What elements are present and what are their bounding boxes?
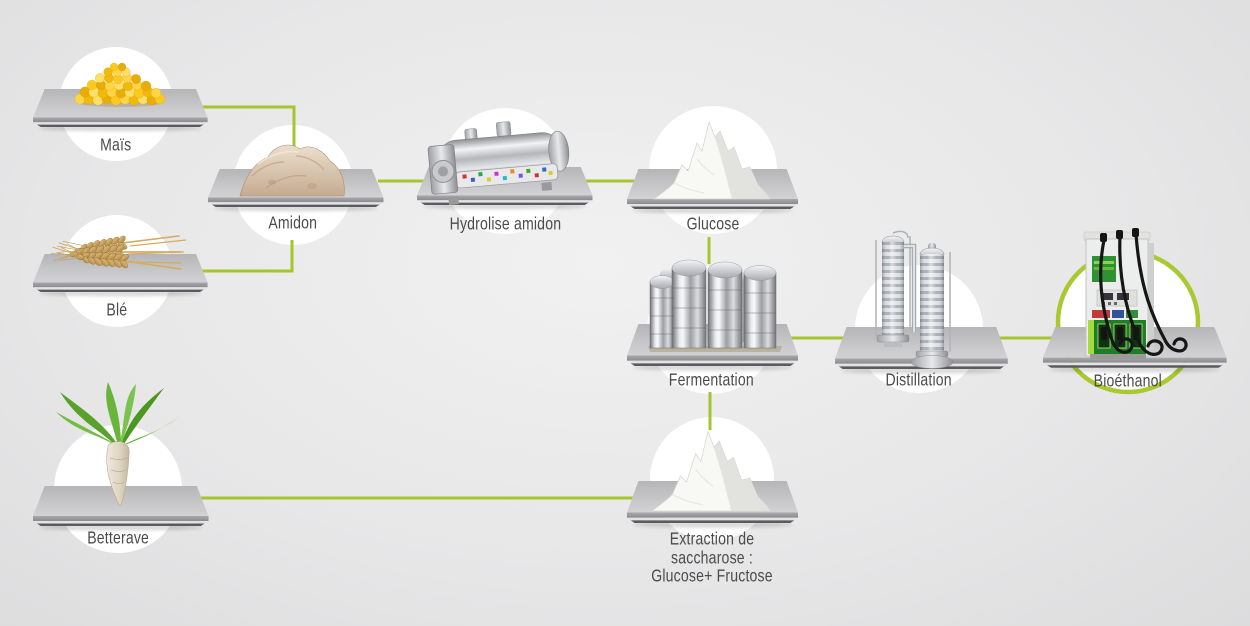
glucose-label: Glucose bbox=[686, 215, 740, 234]
sugar-beet-illustration bbox=[56, 382, 180, 506]
edge-ble-amidon bbox=[196, 240, 294, 273]
hydrolysis-machine-illustration bbox=[427, 121, 570, 206]
fermentation-label: Fermentation bbox=[668, 371, 754, 390]
distillation-label: Distillation bbox=[885, 371, 953, 390]
wheat-illustration bbox=[49, 220, 187, 276]
bioethanol-label: Bioéthanol bbox=[1093, 372, 1163, 391]
amidon-label: Amidon bbox=[268, 214, 318, 233]
extraction-saccharose-label: Extraction de saccharose : Glucose+ Fruc… bbox=[651, 530, 773, 586]
edge-mais-amidon bbox=[196, 105, 296, 151]
fuel-pump-illustration bbox=[1083, 228, 1188, 359]
corn-illustration bbox=[74, 62, 166, 107]
betterave-label: Betterave bbox=[87, 529, 149, 548]
hydrolise-amidon-label: Hydrolise amidon bbox=[449, 215, 561, 234]
starch-illustration bbox=[239, 144, 345, 197]
ble-label: Blé bbox=[106, 301, 128, 320]
mais-label: Maïs bbox=[100, 136, 132, 155]
fermentation-tanks-illustration bbox=[648, 259, 782, 352]
distillation-columns-illustration bbox=[875, 230, 954, 369]
